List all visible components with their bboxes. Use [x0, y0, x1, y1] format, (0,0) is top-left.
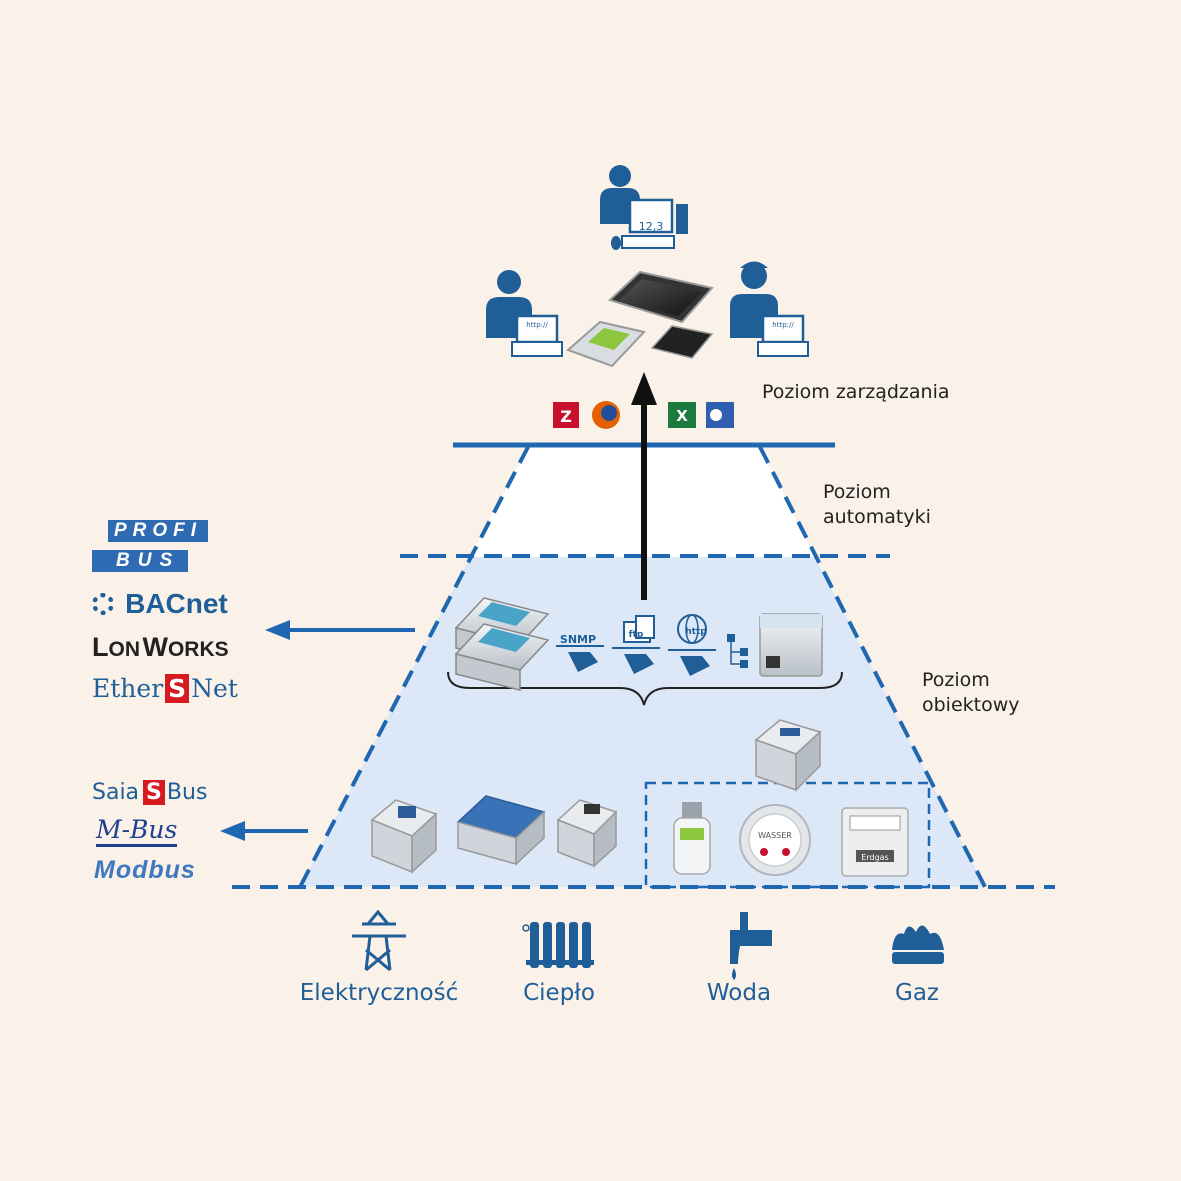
meter-group-box: [644, 781, 931, 889]
resource-heat-label: Ciepło: [523, 980, 595, 1006]
ethersnet-text-a: Ether: [92, 674, 164, 703]
energy-meter-1-icon: [370, 799, 438, 874]
calculator-value: 12,3: [639, 220, 664, 233]
lower-protocol-arrow-head: [220, 821, 245, 841]
ftp-label: ftp: [629, 630, 644, 640]
svg-text:X: X: [676, 407, 688, 425]
http-service-icon: [668, 614, 716, 676]
filezilla-icon: Z: [553, 402, 579, 428]
management-level-label: Poziom zarządzania: [762, 381, 950, 403]
water-meter-label: WASSER: [758, 831, 792, 840]
saia-s-badge: S: [143, 780, 165, 805]
automation-level-label-line1: Poziom: [823, 481, 891, 503]
user-laptop-icon: [486, 270, 563, 357]
lonworks-text-a: L: [92, 632, 109, 662]
ethersnet-text-c: Net: [191, 674, 238, 703]
lonworks-text-b: ON: [108, 638, 141, 661]
lonworks-text-c: W: [142, 632, 168, 662]
profibus-logo-top: PROFI: [108, 520, 209, 542]
user-browser-url: http://: [526, 321, 548, 329]
ftp-service-icon: [612, 615, 660, 674]
lonworks-logo: LON WORKS: [92, 632, 229, 663]
mbus-converter-icon: [754, 719, 822, 792]
gas-meter-label: Erdgas: [861, 853, 888, 862]
energy-meter-2-icon: [556, 799, 618, 868]
mbus-logo: M-Bus: [96, 815, 178, 847]
snmp-label: SNMP: [560, 633, 596, 646]
water-meter-icon: [739, 804, 811, 876]
svg-text:Z: Z: [560, 407, 572, 426]
network-tree-icon: [727, 634, 748, 668]
excel-icon: X: [668, 402, 696, 428]
field-level-label-line1: Poziom: [922, 669, 990, 691]
energy-meter-3phase-icon: [456, 795, 546, 866]
profibus-logo-bottom: BUS: [92, 550, 189, 572]
operator-workstation-icon: [600, 165, 688, 250]
upper-protocol-arrow-head: [265, 620, 290, 640]
lonworks-text-d: ORKS: [167, 638, 229, 661]
outlook-icon: [706, 402, 734, 428]
field-level-label-line2: obiektowy: [922, 694, 1020, 716]
resource-electricity-label: Elektryczność: [299, 980, 459, 1006]
resource-gas-label: Gaz: [895, 980, 939, 1006]
thermostat-valve-icon: [673, 802, 711, 875]
resource-water-label: Woda: [706, 980, 772, 1006]
upward-arrow-head: [631, 372, 657, 405]
web-server-module-icon: [759, 613, 823, 677]
technician-laptop-icon: [730, 261, 809, 357]
gas-flame-icon: [892, 925, 944, 964]
bacnet-gear-icon: [92, 593, 114, 615]
controller-pcd-icon: [454, 597, 550, 691]
bacnet-logo: BACnet: [92, 588, 228, 620]
automation-level-label-line2: automatyki: [823, 506, 931, 528]
profibus-logo: PROFI BUS: [92, 518, 242, 580]
smartphone-icon: [650, 325, 714, 359]
ethersnet-s-badge: S: [165, 674, 190, 703]
handheld-display-icon: [566, 320, 646, 368]
grouping-brace: [447, 671, 843, 706]
tablet-icon: [608, 270, 714, 324]
gas-meter-icon: [841, 807, 909, 877]
firefox-icon: [592, 401, 620, 429]
saia-text: Saia: [92, 780, 140, 805]
radiator-icon: [522, 922, 594, 968]
water-tap-icon: [730, 912, 772, 980]
saia-bus-text: Bus: [166, 780, 208, 805]
technician-browser-url: http://: [772, 321, 794, 329]
electricity-pylon-icon: [352, 909, 406, 972]
snmp-service-icon: [556, 645, 604, 672]
http-label: http: [685, 627, 707, 637]
modbus-logo: Modbus: [94, 856, 196, 884]
bacnet-text: BACnet: [125, 588, 228, 619]
